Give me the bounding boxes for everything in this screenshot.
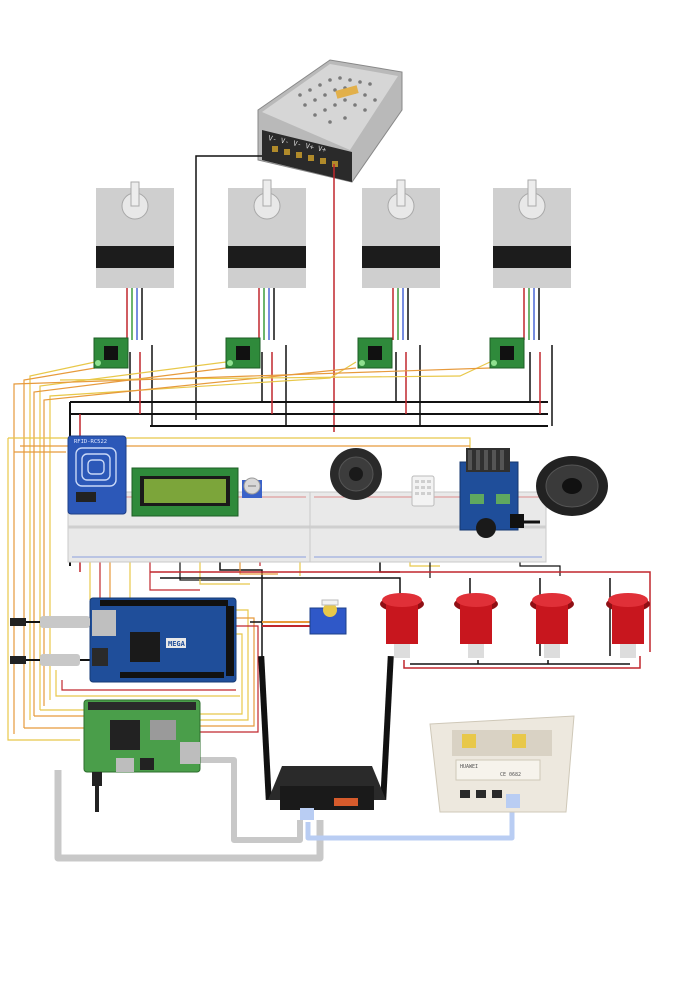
stepper-motor-1 [96,181,174,340]
stepper-driver-3 [357,337,393,369]
arduino-label: MEGA [168,640,186,648]
stepper-motor-3 [362,179,440,340]
4g-modem: HUAWEI CE 0682 [429,715,575,813]
speaker-large [520,456,608,524]
modem-mark: CE 0682 [500,772,521,778]
stepper-motor-4 [493,179,571,340]
stepper-driver-2 [225,337,261,369]
modem-label: HUAWEI [460,764,478,770]
raspberry-pi [83,699,201,773]
wiring [7,155,651,741]
wifi-router [258,655,394,820]
rfid-label: RFID-RC522 [74,439,107,445]
lcd-display [131,467,239,517]
arduino-mega: MEGA [89,597,237,683]
temperature-humidity-sensor [411,475,435,507]
arcade-button-2 [454,593,498,658]
servo-motor [309,599,347,635]
stepper-motor-2 [228,179,306,340]
power-supply: V- V- V- V+ V+ [257,59,403,183]
arcade-button-1 [380,593,424,658]
usb-power-cable [92,772,102,812]
arcade-button-4 [606,593,650,658]
potentiometer [242,477,262,498]
speaker-small [330,448,382,500]
audio-amplifier-module [459,448,524,538]
ethernet-cables [54,757,515,862]
stepper-driver-4 [489,337,525,369]
arcade-button-3 [530,593,574,658]
rfid-reader: RFID-RC522 [67,435,127,515]
stepper-driver-1 [93,337,129,369]
audio-jack-2 [10,654,80,666]
audio-jack-1 [10,616,90,628]
